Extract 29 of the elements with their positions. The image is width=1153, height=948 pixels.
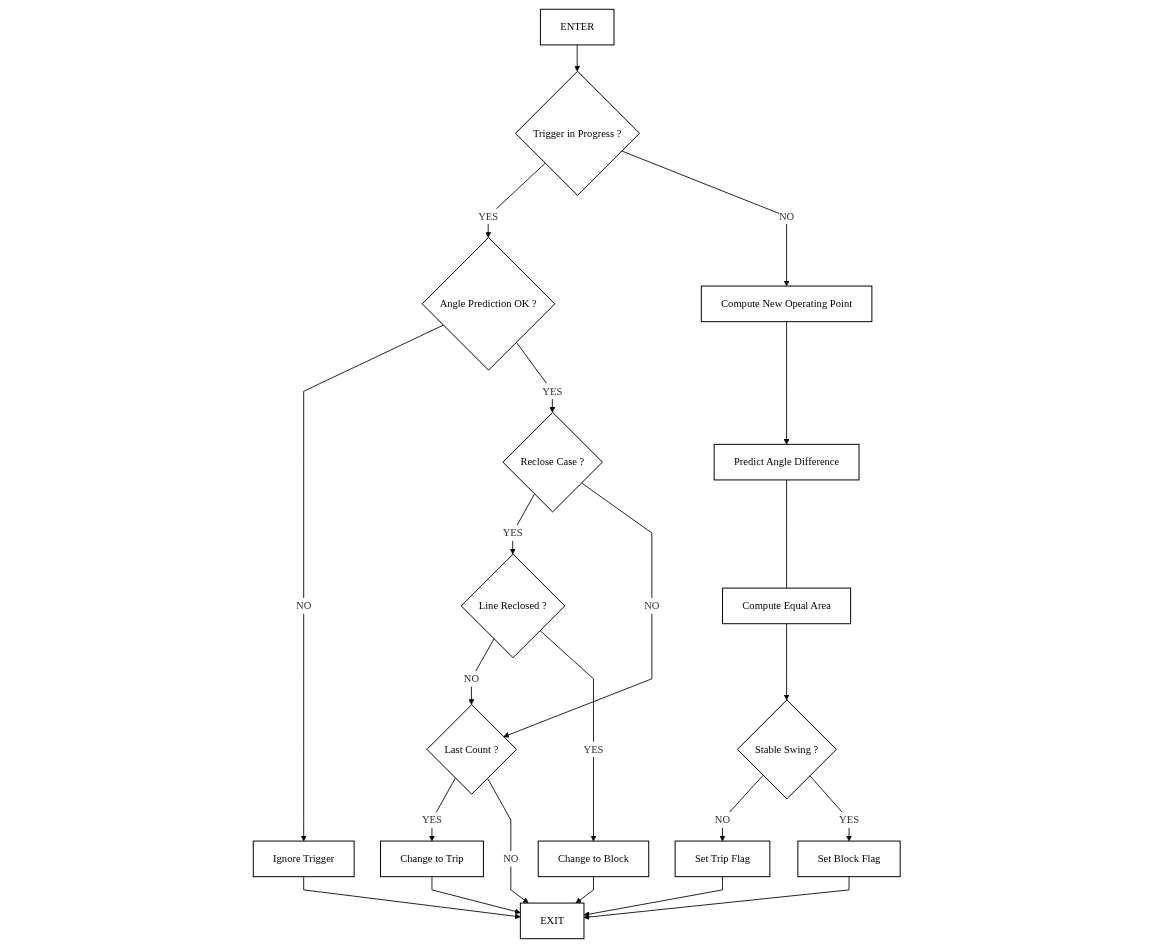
- edge-label: YES: [542, 385, 563, 397]
- connector: [785, 479, 787, 589]
- node-box: Change to Trip: [379, 840, 484, 878]
- node-box: Ignore Trigger: [252, 840, 355, 878]
- node-box: Compute Equal Area: [721, 587, 851, 625]
- node-diamond: Reclose Case ?: [502, 411, 603, 513]
- edge-label: NO: [778, 210, 794, 222]
- node-box: EXIT: [519, 902, 585, 940]
- edge-label: YES: [502, 527, 523, 539]
- edge-label: YES: [478, 210, 498, 222]
- node-diamond: Trigger in Progress ?: [514, 70, 640, 196]
- edge-label: NO: [502, 852, 519, 865]
- node-box: ENTER: [539, 8, 615, 46]
- node-box: Compute New Operating Point: [700, 285, 873, 323]
- edge-label: YES: [421, 814, 442, 826]
- node-diamond: Last Count ?: [426, 704, 517, 795]
- edge-label: YES: [583, 743, 604, 755]
- node-box: Set Trip Flag: [674, 840, 771, 878]
- edge-label: YES: [838, 814, 859, 826]
- edge-label: NO: [644, 599, 660, 612]
- node-box: Set Block Flag: [797, 840, 901, 878]
- node-diamond: Line Reclosed ?: [460, 553, 566, 659]
- edge-label: NO: [295, 599, 312, 612]
- edge-label: NO: [714, 814, 730, 826]
- node-box: Predict Angle Difference: [713, 443, 860, 481]
- edge-label: NO: [463, 672, 479, 685]
- node-box: Change to Block: [537, 840, 649, 878]
- node-diamond: Angle Prediction OK ?: [421, 237, 556, 371]
- node-diamond: Stable Swing ?: [736, 699, 837, 800]
